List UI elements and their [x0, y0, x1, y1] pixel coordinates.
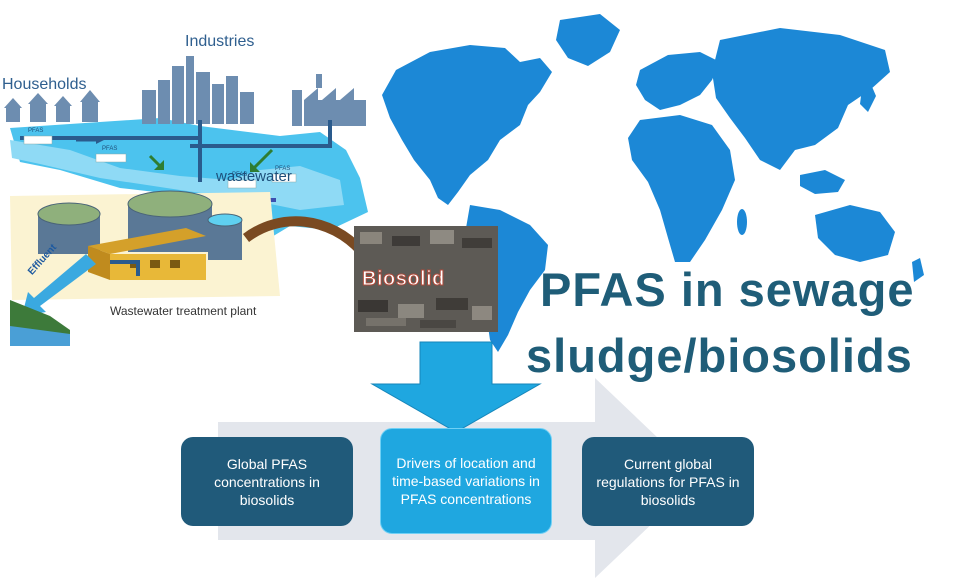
australia: [815, 205, 895, 262]
madagascar: [737, 209, 747, 235]
asia: [712, 28, 890, 170]
effluent-arrow: [22, 254, 96, 316]
box-global-regulations: Current global regulations for PFAS in b…: [582, 437, 754, 526]
pfas-tag: PFAS: [275, 166, 291, 172]
effluent-pipe: [110, 260, 140, 276]
city-skyline: [142, 56, 254, 124]
biosolid-image: [354, 226, 498, 332]
pfas-tag: PFAS: [232, 172, 248, 178]
factory: [292, 74, 366, 126]
southeast-asia-islands: [800, 170, 845, 194]
industries-label: Industries: [185, 33, 255, 50]
box-global-pfas-concentrations: Global PFAS concentrations in biosolids: [181, 437, 353, 526]
africa: [628, 115, 735, 262]
japan: [860, 82, 876, 112]
title-line-2: sludge/biosolids: [526, 329, 913, 382]
wastewater-scene: [4, 56, 368, 346]
outfall-water: [10, 326, 70, 346]
new-zealand: [912, 258, 924, 282]
box-drivers-of-variation: Drivers of location and time-based varia…: [380, 428, 552, 534]
title-line-1: PFAS in sewage: [540, 263, 915, 316]
biosolid-label: Biosolid: [362, 268, 445, 291]
treatment-tanks: [37, 190, 243, 260]
wastewater-label: wastewater: [216, 168, 292, 185]
europe: [636, 52, 720, 110]
households-label: Households: [2, 76, 87, 93]
greenland: [556, 14, 620, 66]
treatment-building: [88, 228, 206, 280]
pfas-tag: PFAS: [102, 146, 118, 152]
household-houses: [4, 90, 100, 122]
north-america: [382, 45, 552, 205]
flow-arrows: [76, 136, 274, 172]
wastewater-treatment-plant-label: Wastewater treatment plant: [110, 304, 257, 318]
pfas-tag: PFAS: [28, 128, 44, 134]
sludge-pipe: [242, 216, 366, 256]
big-down-arrow: [370, 341, 542, 433]
